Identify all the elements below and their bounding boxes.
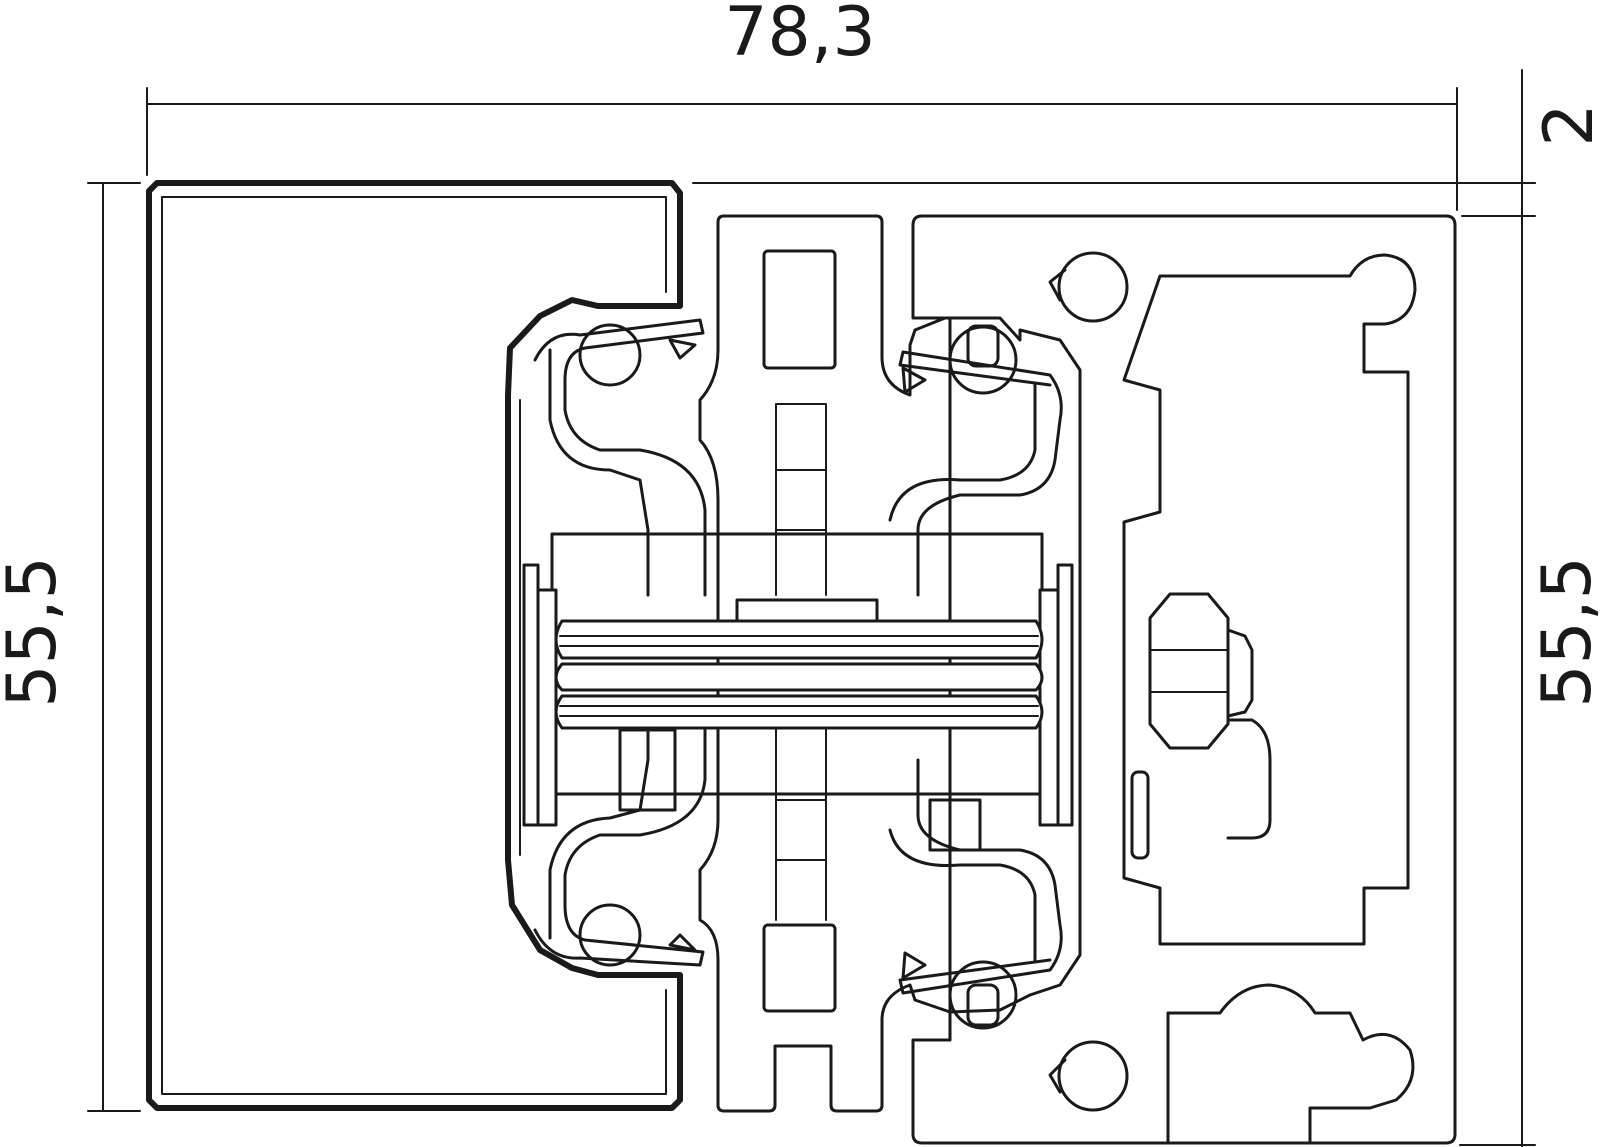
left-height-label: 55,5 — [0, 556, 72, 707]
spring-clips — [533, 318, 1063, 1030]
width-label: 78,3 — [724, 0, 875, 72]
dimension-width: 78,3 — [146, 0, 1458, 211]
roller-wheel — [522, 532, 1074, 852]
dimension-gap: 2 — [1461, 69, 1600, 229]
center-track-profile — [698, 214, 1082, 1113]
right-height-label: 55,5 — [1528, 556, 1600, 707]
dimension-left-height: 55,5 — [0, 182, 141, 1112]
left-profile — [146, 180, 683, 1111]
bolt-nut — [1130, 592, 1272, 860]
gap-label: 2 — [1530, 103, 1600, 146]
dimension-right-height: 55,5 — [1459, 215, 1600, 1147]
right-profile — [911, 214, 1457, 1145]
